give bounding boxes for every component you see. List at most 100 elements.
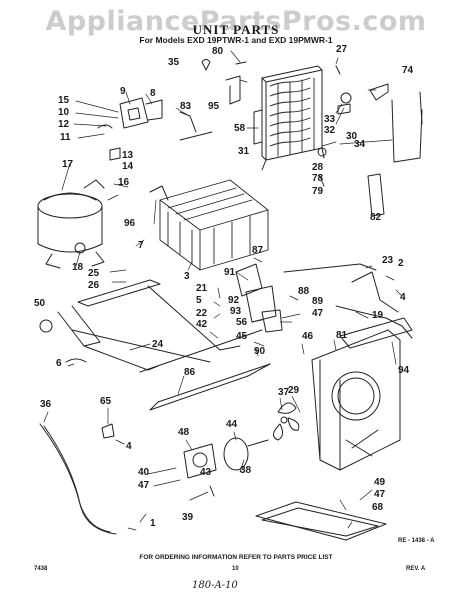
- callout: 39: [182, 512, 194, 523]
- tube-34: [391, 99, 423, 163]
- rail-94: [339, 317, 413, 349]
- callout: 6: [56, 358, 62, 369]
- callout: 78: [312, 173, 324, 184]
- callout: 86: [184, 367, 196, 378]
- revision: REV. A: [406, 566, 426, 572]
- callout: 30: [346, 131, 358, 142]
- callout: 36: [40, 399, 52, 410]
- rod-83: [179, 131, 213, 141]
- callout: 12: [58, 119, 70, 130]
- page-number: 10: [232, 566, 239, 572]
- handwritten-note: 180-A-10: [192, 580, 238, 591]
- callout: 43: [200, 467, 212, 478]
- callout: 47: [138, 480, 150, 491]
- callout: 49: [374, 477, 386, 488]
- relay-9: [119, 97, 149, 129]
- callout: 47: [312, 308, 324, 319]
- callout: 44: [226, 419, 238, 430]
- drawing-code: RE - 1438 - A: [398, 538, 435, 544]
- callout: 29: [288, 385, 300, 396]
- clip-6: [65, 358, 87, 363]
- callout: 95: [208, 101, 220, 112]
- fan-blade: [273, 402, 300, 441]
- callout: 90: [254, 346, 266, 357]
- fan-shroud: [311, 329, 401, 471]
- callout: 45: [236, 331, 248, 342]
- callout: 46: [302, 331, 314, 342]
- callout: 34: [354, 139, 366, 150]
- callout: 47: [374, 489, 386, 500]
- compressor: [37, 179, 105, 269]
- diagram-subtitle: For Models EXD 19PTWR-1 and EXD 19PMWR-1: [139, 35, 333, 45]
- callout: 94: [398, 365, 410, 376]
- grommet-33: [340, 92, 352, 104]
- bracket-48: [183, 443, 217, 479]
- tube-19: [335, 305, 413, 339]
- clip-32: [337, 103, 351, 115]
- callout: 42: [196, 319, 208, 330]
- leader-lines: [43, 50, 403, 531]
- fan-motor: [223, 437, 249, 471]
- wire-11: [97, 124, 113, 129]
- callout: 79: [312, 186, 324, 197]
- strip-58: [253, 109, 263, 145]
- callout: 4: [400, 292, 406, 303]
- evaporator-coil: [159, 179, 269, 271]
- callout: 11: [60, 132, 71, 143]
- clip-13: [109, 147, 121, 161]
- callout: 4: [126, 441, 132, 452]
- callout: 40: [138, 467, 150, 478]
- screw-80: [235, 61, 247, 65]
- ordering-note: FOR ORDERING INFORMATION REFER TO PARTS …: [139, 554, 333, 561]
- part-93: [261, 309, 283, 333]
- callout: 7: [138, 240, 144, 251]
- callout: 21: [196, 283, 208, 294]
- callout: 88: [298, 286, 310, 297]
- bracket-74: [369, 83, 389, 101]
- callout: 80: [212, 46, 224, 57]
- bracket-95: [225, 75, 241, 105]
- callout: 87: [252, 245, 264, 256]
- panel-82: [367, 173, 385, 217]
- screw-27: [335, 65, 341, 75]
- callout: 93: [230, 306, 242, 317]
- callout: 18: [72, 262, 84, 273]
- callout: 58: [234, 123, 246, 134]
- callout: 48: [178, 427, 190, 438]
- callout: 68: [372, 502, 384, 513]
- callout: 83: [180, 101, 192, 112]
- diagram-title: UNIT PARTS: [192, 22, 280, 37]
- cover-8: [145, 99, 163, 121]
- foot-50: [39, 319, 53, 333]
- callout: 1: [150, 518, 156, 529]
- callout: 13: [122, 150, 134, 161]
- bracket-2: [351, 271, 399, 313]
- callout: 35: [168, 57, 180, 68]
- callout: 82: [370, 212, 382, 223]
- wiring-harness: [39, 423, 117, 535]
- callout: 22: [196, 308, 208, 319]
- base-frame: [57, 279, 271, 411]
- bracket-96: [149, 185, 169, 201]
- condenser-coil: [261, 65, 325, 171]
- callout: 89: [312, 296, 324, 307]
- callout: 37: [278, 387, 290, 398]
- callout: 16: [118, 177, 130, 188]
- callout: 23: [382, 255, 394, 266]
- fastener-35: [201, 59, 211, 71]
- grommet-28: [317, 147, 327, 157]
- left-code: 7438: [34, 566, 48, 572]
- callout: 19: [372, 310, 384, 321]
- callout: 32: [324, 125, 336, 136]
- callout: 24: [152, 339, 164, 350]
- line-23: [283, 263, 377, 273]
- callout: 5: [196, 295, 202, 306]
- screw-39: [209, 485, 215, 497]
- callout: 33: [324, 114, 336, 125]
- callout: 2: [398, 258, 404, 269]
- callout: 50: [34, 298, 46, 309]
- drain-pan: [255, 501, 387, 541]
- callout: 31: [238, 146, 250, 157]
